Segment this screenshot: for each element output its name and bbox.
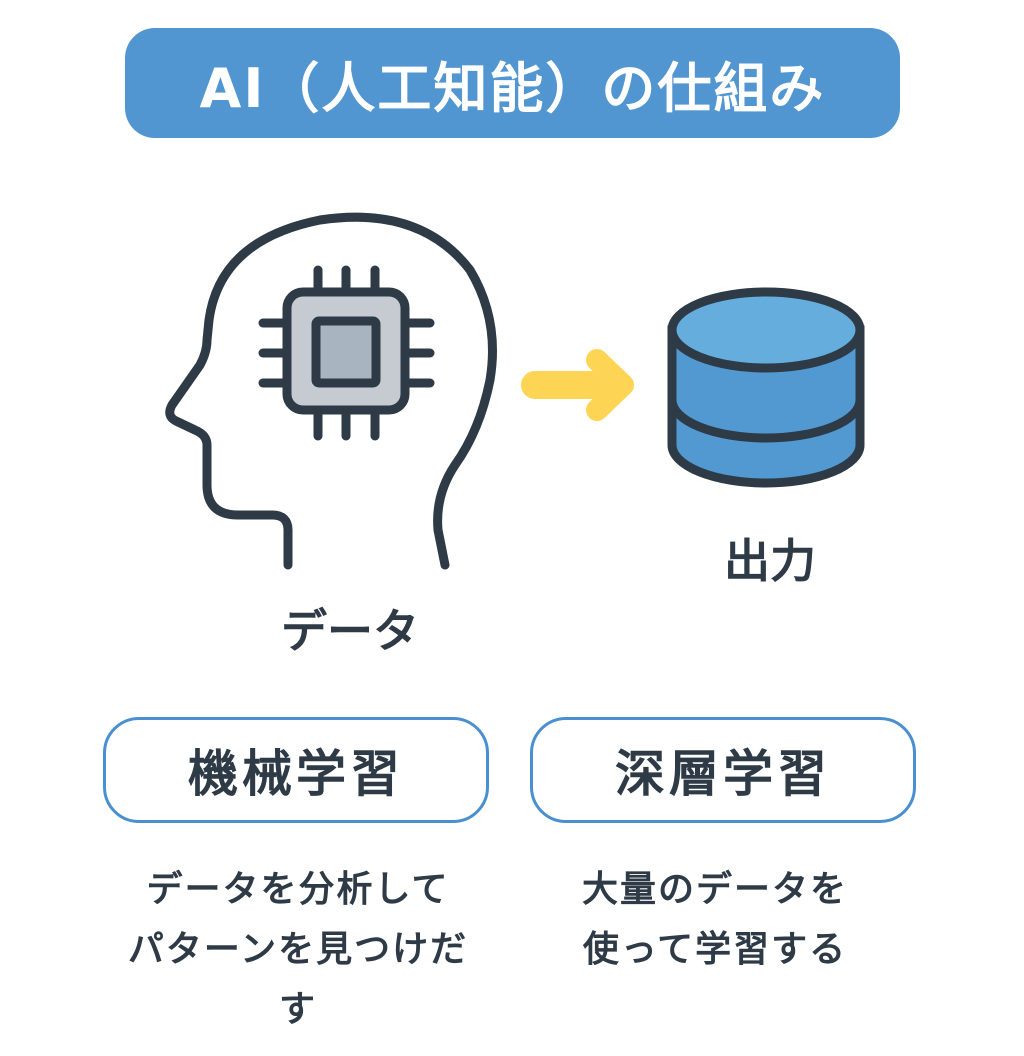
card-title: 機械学習 [188, 745, 404, 803]
caption-line: 使って学習する [582, 929, 848, 970]
output-label: 出力 [724, 534, 816, 588]
card-machine-learning: 機械学習 [103, 717, 489, 823]
input-label: データ [281, 604, 419, 658]
deep-learning-caption: 大量のデータを 使って学習する [520, 860, 910, 980]
card-deep-learning: 深層学習 [530, 717, 916, 823]
database-icon [667, 287, 865, 488]
caption-line: パターンを見つけだ [127, 929, 469, 970]
chip-icon [258, 265, 435, 441]
caption-line: す [278, 989, 317, 1030]
caption-line: データを分析して [146, 869, 450, 910]
card-title: 深層学習 [615, 745, 831, 803]
caption-line: 大量のデータを [581, 869, 848, 910]
machine-learning-caption: データを分析して パターンを見つけだ す [98, 860, 498, 1040]
arrow-right-icon [521, 349, 634, 421]
head-with-chip-icon [165, 212, 497, 570]
page-title: AI（人工知能）の仕組み [199, 56, 826, 120]
title-banner: AI（人工知能）の仕組み [125, 28, 900, 138]
